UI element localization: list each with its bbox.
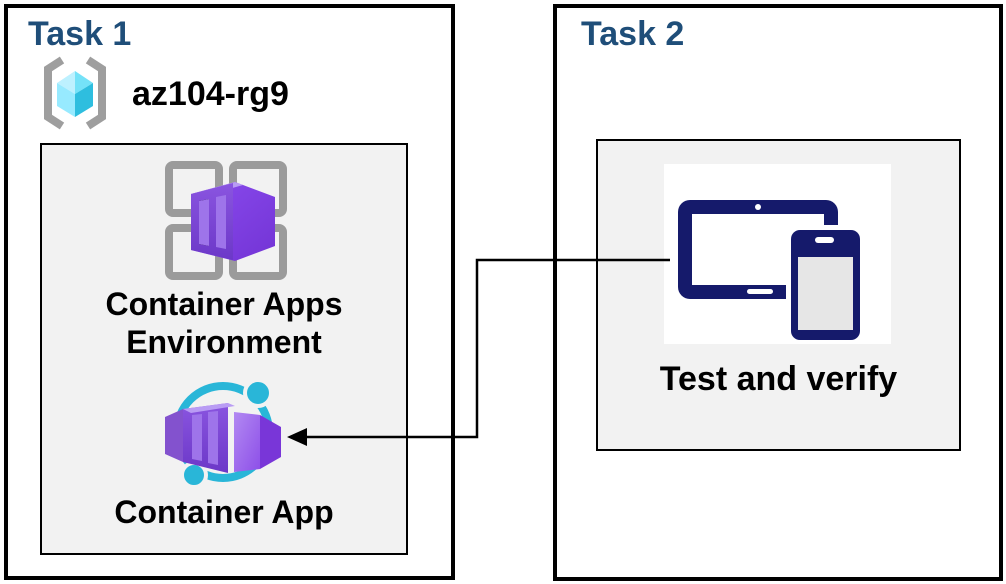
task2-title: Task 2 xyxy=(581,15,685,53)
environment-label-line1: Container Apps xyxy=(105,286,343,322)
resource-group-icon xyxy=(36,56,114,132)
container-app-label: Container App xyxy=(114,494,334,530)
test-and-verify-box: Test and verify xyxy=(596,139,961,451)
container-apps-environment-label: Container Apps Environment xyxy=(42,285,406,361)
task2-panel: Task 2 Test and verify xyxy=(553,4,1003,581)
task1-panel: Task 1 az104-rg9 xyxy=(4,4,455,580)
container-app-icon xyxy=(162,373,287,500)
tablet-and-phone-icon xyxy=(664,164,891,344)
test-and-verify-label: Test and verify xyxy=(659,360,898,398)
task1-title: Task 1 xyxy=(28,15,132,53)
environment-label-line2: Environment xyxy=(126,324,322,360)
container-apps-environment-box: Container Apps Environment xyxy=(40,143,408,555)
resource-group-name: az104-rg9 xyxy=(132,74,289,113)
resource-group-row: az104-rg9 xyxy=(36,56,289,132)
container-apps-environment-icon xyxy=(161,157,287,288)
